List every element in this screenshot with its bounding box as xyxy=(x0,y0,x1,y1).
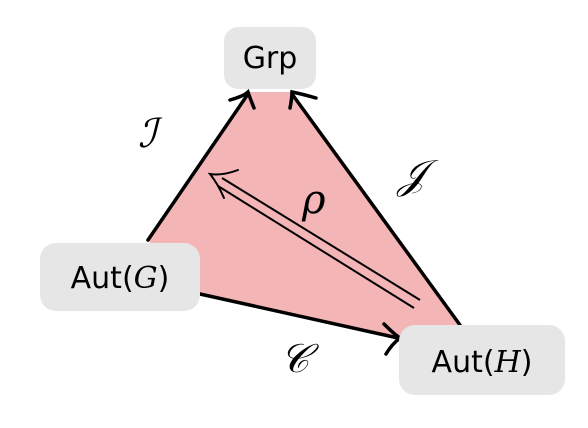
node-aut-g[interactable]: Aut(G) xyxy=(40,243,200,311)
node-grp-label: Grp xyxy=(243,41,298,76)
node-grp[interactable]: Grp xyxy=(224,27,316,89)
arrow-jota-shaft xyxy=(290,92,462,327)
two-cell-shaft-upper xyxy=(221,177,421,301)
arrow-conj-shaft xyxy=(198,292,400,340)
node-aut-h[interactable]: Aut(H) xyxy=(399,325,565,395)
node-aut-g-label: Aut(G) xyxy=(71,261,170,296)
two-cell-head xyxy=(207,169,239,199)
arrow-iota-head xyxy=(228,88,256,110)
edge-label-iota: ℐ xyxy=(138,111,163,157)
edge-label-jota: 𝒥 xyxy=(396,152,439,198)
arrow-iota-shaft xyxy=(146,92,250,242)
edge-label-conj: 𝒞 xyxy=(280,336,319,382)
two-cell-label-rho: ρ xyxy=(301,177,326,223)
two-cell-shaft-lower xyxy=(217,185,415,309)
arrow-jota-head xyxy=(288,89,318,110)
node-aut-h-label: Aut(H) xyxy=(432,345,533,380)
